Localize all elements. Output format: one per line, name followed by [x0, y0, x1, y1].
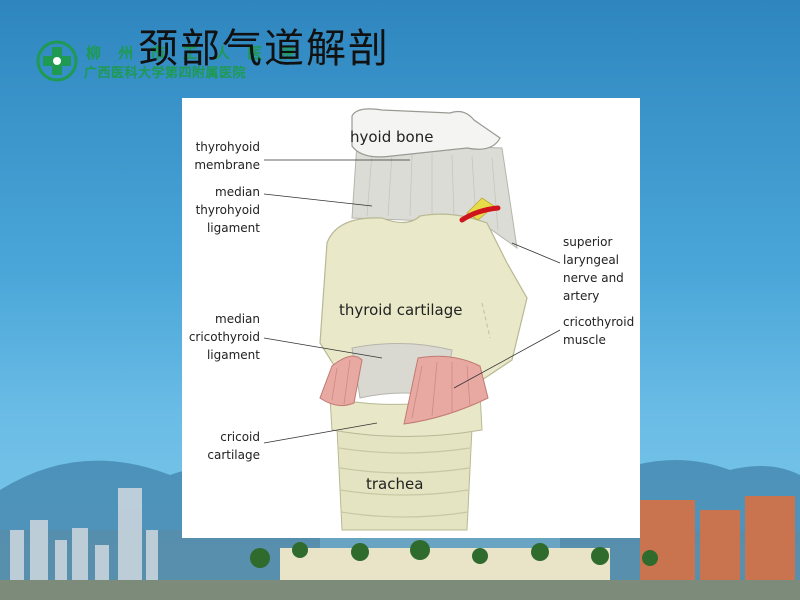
trachea-label: trachea: [366, 475, 424, 493]
hyoid-bone-label: hyoid bone: [350, 128, 434, 146]
trachea-rings: [338, 447, 471, 518]
cricothyroid-muscle-label: cricothyroid muscle: [563, 315, 635, 347]
muscle-fibers: [331, 359, 471, 419]
thyroid-cartilage-shape: [319, 213, 528, 381]
median-thyrohyoid-ligament-label: median thyrohyoid ligament: [195, 185, 260, 235]
slide-title: 颈部气道解剖: [138, 26, 390, 72]
thyroid-cartilage-label: thyroid cartilage: [339, 301, 463, 319]
larynx-illustration: [263, 108, 561, 531]
hospital-name-line2: 广西医科大学第四附属医院: [84, 66, 247, 81]
hospital-cross-logo-icon: [36, 40, 78, 82]
hyoid-bone-shape: [351, 108, 501, 158]
hospital-name-line1: 柳 州 市 工 人 医 院: [86, 44, 301, 62]
cricoid-cartilage-label: cricoid cartilage: [207, 430, 260, 462]
superior-laryngeal-nerve-artery-label: superior laryngeal nerve and artery: [563, 235, 624, 303]
left-cricothyroid-muscle: [319, 355, 363, 407]
right-cricothyroid-muscle: [403, 355, 489, 425]
median-cricothyroid-ligament-label: median cricothyroid ligament: [188, 312, 260, 362]
superior-laryngeal-artery: [459, 205, 501, 223]
larynx-anatomy-figure: hyoid bone thyroid cartilage trachea thy…: [182, 98, 640, 538]
leader-lines: [263, 159, 561, 444]
thyrohyoid-membrane-label: thyrohyoid membrane: [194, 140, 260, 172]
